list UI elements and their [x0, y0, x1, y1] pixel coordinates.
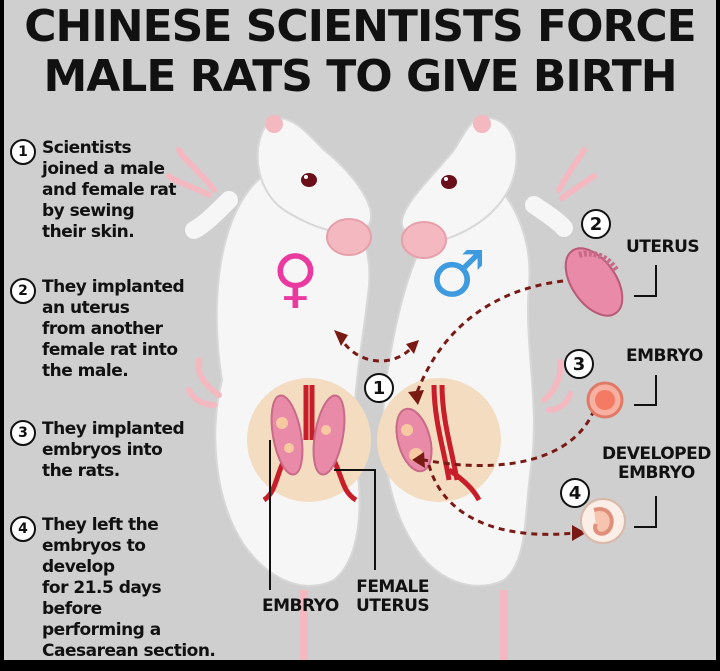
development-arrow — [427, 464, 575, 536]
step-text: They left the embryos to develop for 21.… — [42, 515, 216, 661]
male-symbol: ♂ — [429, 238, 486, 312]
svg-text:1: 1 — [373, 378, 386, 399]
uterus-transfer-arrow — [414, 278, 575, 396]
step-3: 3 They implanted embryos into the rats. — [10, 419, 220, 482]
uterus-label: UTERUS — [626, 237, 700, 257]
embryo-label-bottom: EMBRYO — [262, 596, 339, 616]
join-arrows — [337, 334, 416, 363]
step-text: They implanted an uterus from another fe… — [42, 277, 185, 381]
title-line-2: MALE RATS TO GIVE BIRTH — [43, 51, 677, 102]
rat-diagram: ♀ ♂ 1 2 — [166, 115, 657, 660]
developed-embryo-label: DEVELOPED EMBRYO — [602, 444, 711, 483]
embryo-label-right: EMBRYO — [626, 346, 703, 366]
svg-text:3: 3 — [573, 354, 586, 375]
step-number: 1 — [10, 139, 36, 165]
embryo-transfer-arrow — [423, 409, 596, 468]
page-title: CHINESE SCIENTISTS FORCE MALE RATS TO GI… — [4, 2, 716, 102]
step-text: They implanted embryos into the rats. — [42, 419, 185, 481]
svg-text:4: 4 — [569, 483, 582, 504]
embryo-illustration — [586, 381, 624, 419]
step-number: 3 — [10, 420, 36, 446]
step-number: 2 — [10, 278, 36, 304]
diagram-number-1: 1 — [364, 373, 394, 403]
uterus-illustration — [564, 247, 624, 317]
step-1: 1 Scientists joined a male and female ra… — [10, 138, 220, 243]
callout-lines — [269, 265, 657, 590]
svg-text:2: 2 — [590, 214, 603, 235]
infographic-frame: CHINESE SCIENTISTS FORCE MALE RATS TO GI… — [4, 0, 716, 662]
step-number: 4 — [10, 516, 36, 542]
diagram-number-2: 2 — [581, 209, 611, 239]
developed-embryo-illustration — [580, 498, 626, 544]
female-symbol: ♀ — [272, 242, 319, 316]
step-text: Scientists joined a male and female rat … — [42, 138, 177, 242]
diagram-number-4: 4 — [560, 478, 590, 508]
female-uterus-label: FEMALE UTERUS — [356, 577, 430, 616]
diagram-number-3: 3 — [564, 349, 594, 379]
female-uterus-illustration — [262, 385, 358, 503]
step-2: 2 They implanted an uterus from another … — [10, 277, 220, 382]
title-line-1: CHINESE SCIENTISTS FORCE — [24, 1, 696, 52]
female-belly-circle — [247, 378, 371, 502]
step-4: 4 They left the embryos to develop for 2… — [10, 515, 220, 662]
